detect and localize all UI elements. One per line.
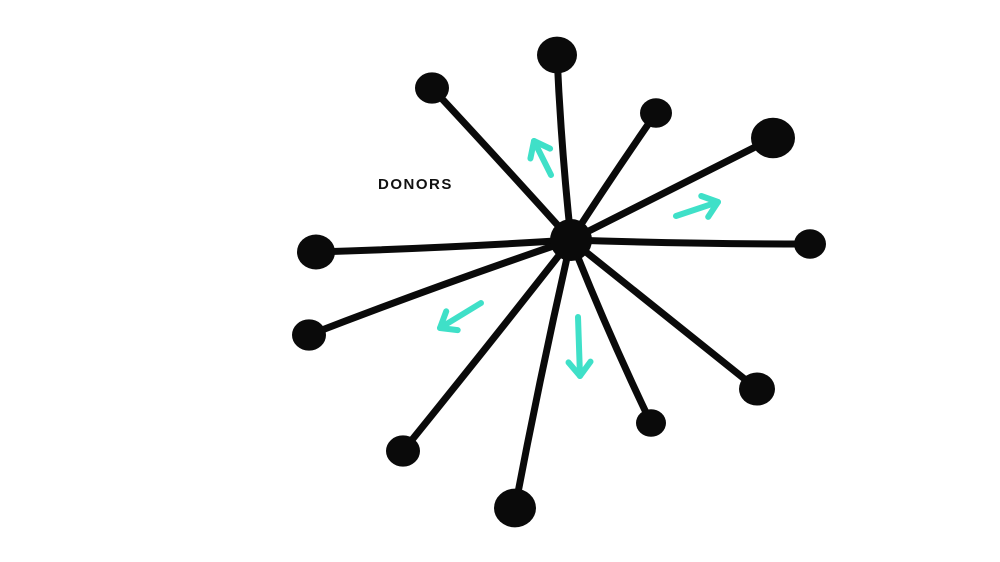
spoke-line	[567, 236, 655, 427]
spoke-line	[567, 236, 814, 248]
spoke-end-node	[292, 319, 326, 351]
spoke-line	[305, 236, 575, 339]
spoke-line	[511, 236, 575, 512]
spoke-line	[428, 84, 575, 244]
spoke-line	[399, 236, 575, 455]
spoke-end-node	[494, 488, 536, 528]
outward-arrow-icon	[437, 300, 484, 334]
spoke-end-node	[794, 229, 826, 259]
spoke-line	[567, 236, 761, 393]
spoke-end-node	[739, 372, 775, 406]
hub-node	[550, 219, 592, 261]
outward-arrow-icon	[527, 138, 554, 178]
spoke-end-node	[415, 72, 449, 104]
spoke-end-node	[636, 409, 666, 437]
outward-arrow-icon	[673, 192, 721, 220]
spoke-end-node	[537, 36, 577, 74]
spoke-line	[567, 134, 777, 244]
spoke-end-node	[386, 435, 420, 467]
spoke-end-node	[297, 234, 335, 270]
spoke-line	[553, 51, 575, 244]
outward-arrow-icon	[565, 314, 594, 379]
spoke-end-node	[640, 98, 672, 128]
spoke-end-node	[751, 117, 795, 159]
donors-label: DONORS	[378, 176, 453, 193]
spoke-line	[312, 236, 575, 256]
